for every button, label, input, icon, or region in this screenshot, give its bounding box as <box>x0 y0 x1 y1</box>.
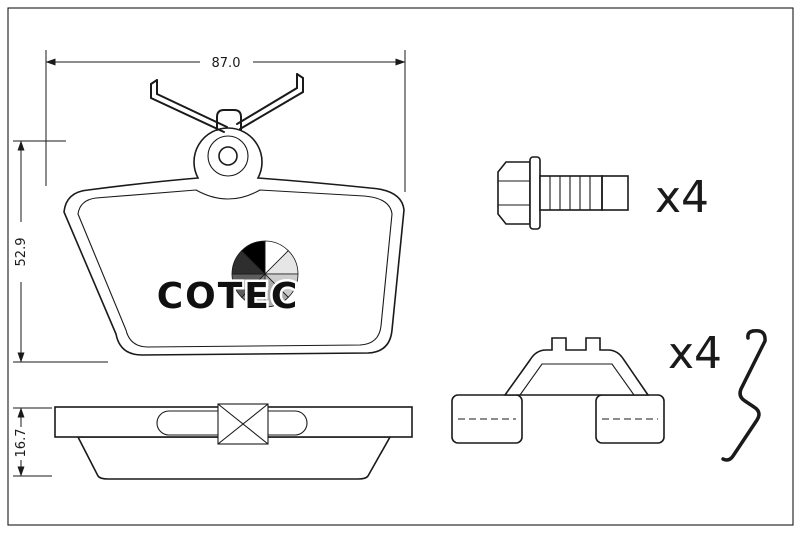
bolt-quantity-label: x4 <box>655 172 709 223</box>
pad-backing-plate <box>63 127 405 356</box>
wear-sensor-wire <box>721 328 767 462</box>
cotec-fan-icon <box>231 240 299 308</box>
drawing-border <box>7 7 794 526</box>
width-dimension: 87.0 <box>45 50 406 192</box>
brand-name-label: COTEC <box>157 276 300 317</box>
retaining-clip-drawing: x4 <box>451 328 722 444</box>
spring-clip <box>150 73 304 133</box>
thickness-dimension: 16.7 <box>13 407 52 477</box>
side-spring-clip <box>156 403 308 445</box>
bolt-drawing: x4 <box>497 156 709 230</box>
cotec-logo: COTEC <box>154 240 300 320</box>
brake-pad-side-view <box>54 403 413 480</box>
bolt-head <box>497 161 531 225</box>
height-dimension-label: 52.9 <box>14 238 29 267</box>
mounting-boss <box>207 135 249 177</box>
clip-bridge-inner-line <box>519 363 635 396</box>
clip-quantity-label: x4 <box>668 328 722 379</box>
clip-bridge <box>503 337 650 396</box>
center-hole <box>218 146 238 166</box>
side-friction-material <box>76 436 392 480</box>
friction-material-contour <box>77 189 393 348</box>
bolt-shank <box>539 175 603 211</box>
thickness-dimension-label: 16.7 <box>14 429 29 458</box>
width-dimension-label: 87.0 <box>212 56 241 71</box>
bolt-thread-tip <box>601 175 629 211</box>
brake-pad-front-view: COTEC <box>63 73 405 356</box>
bolt-flange <box>529 156 541 230</box>
height-dimension: 52.9 <box>13 140 108 363</box>
